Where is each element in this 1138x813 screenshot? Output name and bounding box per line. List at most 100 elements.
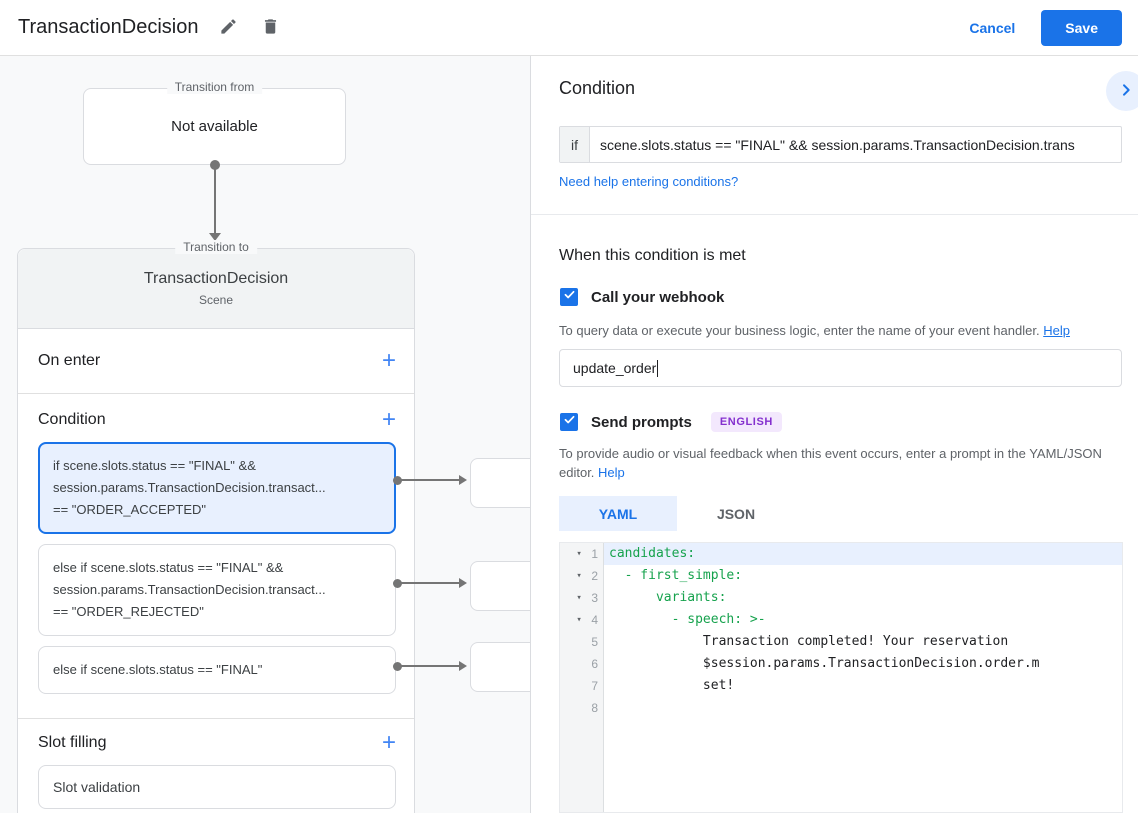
line-number: 5: [591, 635, 598, 649]
chevron-right-icon: [1118, 82, 1134, 101]
editor-line-text: candidates:: [604, 543, 1122, 565]
editor-line-text: Transaction completed! Your reservation: [609, 634, 1009, 649]
tab-json[interactable]: JSON: [677, 496, 795, 531]
condition-3-arrowhead-icon: [459, 661, 467, 671]
slot-validation-card[interactable]: Slot validation: [38, 765, 396, 809]
trash-icon: [261, 17, 280, 39]
prompts-help-link[interactable]: Help: [598, 465, 625, 480]
editor-line[interactable]: 6 $session.params.TransactionDecision.or…: [560, 653, 1122, 675]
scene-graph-canvas: Transition from Not available Transition…: [0, 56, 531, 813]
webhook-description: To query data or execute your business l…: [559, 323, 1070, 338]
tab-yaml[interactable]: YAML: [559, 496, 677, 531]
editor-line[interactable]: ▾3 variants:: [560, 587, 1122, 609]
condition-card[interactable]: else if scene.slots.status == "FINAL": [38, 646, 396, 694]
condition-3-connector-line: [401, 665, 460, 667]
fold-arrow-icon[interactable]: ▾: [576, 615, 582, 625]
connector-arrowhead-icon: [209, 233, 221, 241]
line-number: 1: [591, 547, 598, 561]
editor-gutter-cell: 8: [560, 697, 604, 719]
transition-from-label: Transition from: [166, 80, 263, 94]
line-number: 7: [591, 679, 598, 693]
line-number: 3: [591, 591, 598, 605]
condition-card-line: == "ORDER_REJECTED": [53, 604, 204, 619]
save-button[interactable]: Save: [1041, 9, 1122, 46]
condition-2-arrowhead-icon: [459, 578, 467, 588]
condition-card-line: session.params.TransactionDecision.trans…: [53, 480, 326, 495]
conditions-help-link[interactable]: Need help entering conditions?: [559, 174, 739, 189]
editor-line[interactable]: 8: [560, 697, 1122, 719]
transition-from-box[interactable]: Transition from Not available: [83, 80, 346, 165]
add-slot-button[interactable]: +: [381, 729, 396, 756]
condition-card-line: == "ORDER_ACCEPTED": [53, 502, 206, 517]
editor-line-text: set!: [609, 678, 735, 693]
text-cursor: [657, 359, 659, 377]
editor-line-text: $session.params.TransactionDecision.orde…: [609, 656, 1040, 671]
when-condition-met-heading: When this condition is met: [559, 247, 746, 264]
condition-1-target-box[interactable]: [470, 458, 530, 508]
condition-2-target-box[interactable]: [470, 561, 530, 611]
condition-3-target-box[interactable]: [470, 642, 530, 692]
scene-card: Transition to TransactionDecision Scene …: [17, 240, 415, 813]
add-condition-button[interactable]: +: [381, 406, 396, 433]
condition-label: Condition: [38, 411, 106, 428]
condition-1-connector-dot: [393, 476, 402, 485]
transition-from-content: Not available: [171, 118, 258, 135]
webhook-help-link[interactable]: Help: [1043, 323, 1070, 338]
condition-card-line: else if scene.slots.status == "FINAL": [53, 662, 263, 677]
editor-gutter-cell[interactable]: ▾3: [560, 587, 604, 609]
condition-card-selected[interactable]: if scene.slots.status == "FINAL" && sessi…: [38, 442, 396, 534]
condition-3-connector-dot: [393, 662, 402, 671]
condition-card-line: if scene.slots.status == "FINAL" &&: [53, 458, 256, 473]
call-webhook-checkbox[interactable]: [560, 288, 578, 306]
edit-scene-button[interactable]: [216, 16, 240, 40]
editor-gutter-cell: 5: [560, 631, 604, 653]
condition-1-arrowhead-icon: [459, 475, 467, 485]
header: TransactionDecision Cancel Save: [0, 0, 1138, 56]
editor-line-text: - first_simple:: [609, 568, 743, 583]
editor-line[interactable]: ▾4 - speech: >-: [560, 609, 1122, 631]
line-number: 8: [591, 701, 598, 715]
scene-card-header[interactable]: TransactionDecision Scene: [18, 249, 414, 329]
fold-arrow-icon[interactable]: ▾: [576, 549, 582, 559]
condition-cards: if scene.slots.status == "FINAL" && sessi…: [38, 442, 396, 694]
send-prompts-label: Send prompts: [591, 413, 692, 431]
editor-line[interactable]: ▾2 - first_simple:: [560, 565, 1122, 587]
fold-arrow-icon[interactable]: ▾: [576, 593, 582, 603]
slot-filling-section: Slot filling + Slot validation: [18, 719, 414, 813]
cancel-button[interactable]: Cancel: [969, 19, 1016, 36]
editor-gutter-cell[interactable]: ▾2: [560, 565, 604, 587]
editor-gutter-cell[interactable]: ▾4: [560, 609, 604, 631]
add-on-enter-button[interactable]: +: [381, 347, 396, 374]
line-number: 4: [591, 613, 598, 627]
condition-card[interactable]: else if scene.slots.status == "FINAL" &&…: [38, 544, 396, 636]
editor-filler: [560, 719, 1122, 812]
if-prefix-label: if: [560, 127, 590, 162]
editor-gutter-cell[interactable]: ▾1: [560, 543, 604, 565]
editor-gutter-cell: 6: [560, 653, 604, 675]
condition-card-line: session.params.TransactionDecision.trans…: [53, 582, 326, 597]
condition-expression-input[interactable]: [590, 127, 1121, 162]
scene-name: TransactionDecision: [143, 270, 289, 287]
prompts-description: To provide audio or visual feedback when…: [559, 446, 1102, 480]
on-enter-section: On enter +: [18, 329, 414, 394]
send-prompts-row: Send prompts ENGLISH: [560, 412, 782, 432]
call-webhook-row: Call your webhook: [560, 288, 724, 306]
editor-line[interactable]: 7 set!: [560, 675, 1122, 697]
condition-2-connector-line: [401, 582, 460, 584]
slot-filling-label: Slot filling: [38, 734, 107, 751]
line-number: 2: [591, 569, 598, 583]
delete-scene-button[interactable]: [258, 16, 282, 40]
checkmark-icon: [563, 413, 576, 431]
collapse-panel-button[interactable]: [1106, 71, 1138, 111]
transition-to-label: Transition to: [175, 240, 257, 254]
fold-arrow-icon[interactable]: ▾: [576, 571, 582, 581]
page-title: TransactionDecision: [18, 16, 199, 38]
send-prompts-checkbox[interactable]: [560, 413, 578, 431]
editor-line[interactable]: 5 Transaction completed! Your reservatio…: [560, 631, 1122, 653]
event-handler-input[interactable]: update_order: [559, 349, 1122, 387]
condition-expression-row: if: [559, 126, 1122, 163]
condition-2-connector-dot: [393, 579, 402, 588]
